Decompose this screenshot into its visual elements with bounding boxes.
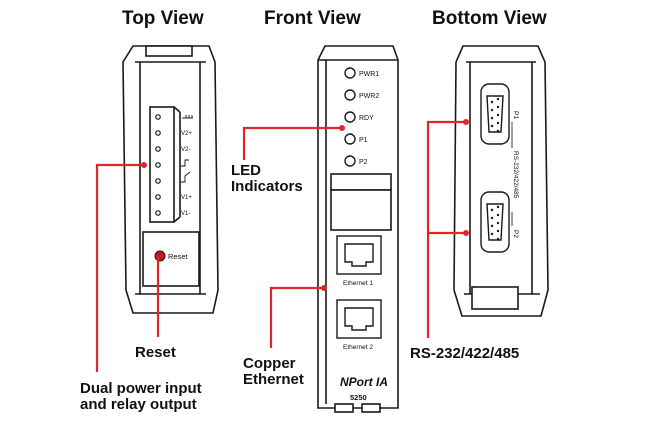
ethernet-label: Ethernet 1: [343, 280, 373, 287]
bottom-view-callout-lines: [426, 120, 466, 338]
db9-pins: [490, 97, 500, 241]
power-callout-line: [95, 163, 144, 372]
ethernet-port-1[interactable]: [336, 235, 382, 275]
relay-contact-icon: [181, 159, 191, 183]
led-p1: [344, 133, 356, 145]
terminal-label: V1+: [181, 195, 192, 201]
brand-logo: NPort IA: [340, 375, 388, 389]
reset-button[interactable]: [154, 250, 166, 262]
port-standard-label: RS-232/422/485: [512, 151, 519, 199]
led-callout-line-1: LED: [231, 162, 261, 179]
db9-shell-icon: [486, 95, 504, 133]
bottom-port-labels: P1 RS-232/422/485 P2: [512, 111, 519, 238]
led-label: P2: [359, 159, 368, 166]
top-view-device: [122, 45, 219, 314]
ethernet-port-2[interactable]: [336, 299, 382, 339]
db9-connectors: [480, 83, 510, 253]
terminal-label: V1-: [181, 211, 190, 217]
rj45-socket-icon: [344, 307, 374, 331]
led-pwr1: [344, 67, 356, 79]
reset-callout-label: Reset: [135, 344, 176, 361]
power-callout-dot: [141, 162, 147, 168]
led-labels: PWR1 PWR2 RDY P1 P2: [359, 71, 379, 166]
bottom-view-title: Bottom View: [432, 8, 547, 29]
led-callout-label: LED Indicators: [231, 163, 303, 195]
led-label: RDY: [359, 115, 374, 122]
reset-button-label: Reset: [168, 252, 189, 261]
terminal-screw: [155, 178, 161, 184]
front-view-title: Front View: [264, 8, 361, 29]
terminal-screws: [155, 114, 161, 216]
model-number: 5250: [350, 393, 367, 402]
led-label: PWR1: [359, 71, 379, 78]
port-label-p1: P1: [512, 111, 519, 119]
terminal-label: V2+: [181, 131, 192, 137]
dual-power-line-2: and relay output: [80, 396, 197, 413]
terminal-screw: [155, 210, 161, 216]
copper-callout-label: Copper Ethernet: [243, 356, 304, 388]
led-callout-line: [242, 126, 342, 160]
copper-callout-dot: [321, 285, 327, 291]
serial-callout-dot: [463, 230, 469, 236]
top-view-callout-lines: [95, 163, 160, 372]
led-callout-line-2: Indicators: [231, 178, 303, 195]
rj45-socket-icon: [344, 243, 374, 267]
led-callout-dot: [339, 125, 345, 131]
serial-callout-line: [426, 120, 466, 338]
terminal-screw: [155, 162, 161, 168]
terminal-screw: [155, 146, 161, 152]
led-pwr2: [344, 89, 356, 101]
dual-power-callout-label: Dual power input and relay output: [80, 381, 202, 413]
port-label-p2: P2: [512, 230, 519, 238]
copper-callout-line: [269, 286, 324, 348]
terminal-screw: [155, 130, 161, 136]
serial-callout-label: RS-232/422/485: [410, 345, 520, 362]
led-label: P1: [359, 137, 368, 144]
db9-shell-icon: [486, 203, 504, 241]
front-view-callout-lines: [242, 126, 342, 348]
front-view-device: [317, 45, 399, 413]
copper-callout-line-2: Ethernet: [243, 371, 304, 388]
bottom-view-device: [453, 45, 549, 317]
ground-symbol-icon: [182, 115, 193, 119]
led-label: PWR2: [359, 93, 379, 100]
led-group: [344, 67, 356, 167]
terminal-label: V2-: [181, 147, 190, 153]
top-view-title: Top View: [122, 8, 204, 29]
serial-callout-dot: [463, 119, 469, 125]
led-rdy: [344, 111, 356, 123]
led-p2: [344, 155, 356, 167]
terminal-screw: [155, 114, 161, 120]
terminal-screw: [155, 194, 161, 200]
ethernet-ports: [336, 235, 382, 339]
ethernet-label: Ethernet 2: [343, 344, 373, 351]
dual-power-line-1: Dual power input: [80, 380, 202, 397]
ethernet-labels: Ethernet 1 Ethernet 2: [343, 280, 373, 351]
terminal-labels: V2+ V2- V1+ V1-: [181, 131, 192, 217]
copper-callout-line-1: Copper: [243, 355, 296, 372]
